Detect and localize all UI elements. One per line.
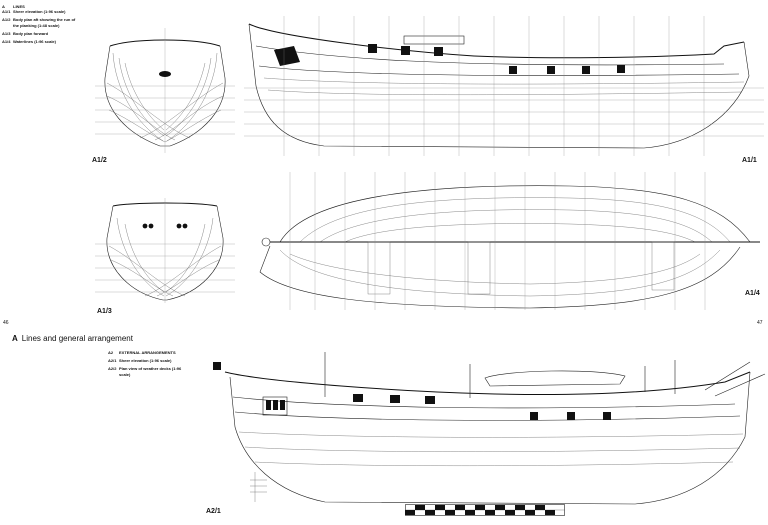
legend-row: scale) <box>119 371 131 377</box>
page-number-left: 46 <box>3 320 9 326</box>
figure-label-a1-1: A1/1 <box>742 157 757 164</box>
figure-label-a1-3: A1/3 <box>97 308 112 315</box>
waterlines-drawing <box>259 172 760 310</box>
section-letter: A <box>12 334 18 343</box>
figure-label-a2-1: A2/1 <box>206 508 221 515</box>
figure-label-a1-2: A1/2 <box>92 157 107 164</box>
figure-label-a1-4: A1/4 <box>745 290 760 297</box>
external-sheer-elevation-drawing <box>213 352 766 505</box>
legend-row: the planking (1:48 scale) <box>13 22 60 28</box>
body-plan-aft-drawing <box>95 28 235 153</box>
scale-bar <box>405 504 565 516</box>
section-title-text: Lines and general arrangement <box>21 334 133 343</box>
body-plan-forward-drawing <box>95 198 235 303</box>
sheer-elevation-drawing <box>244 16 764 156</box>
page-number-right: 47 <box>757 320 763 326</box>
